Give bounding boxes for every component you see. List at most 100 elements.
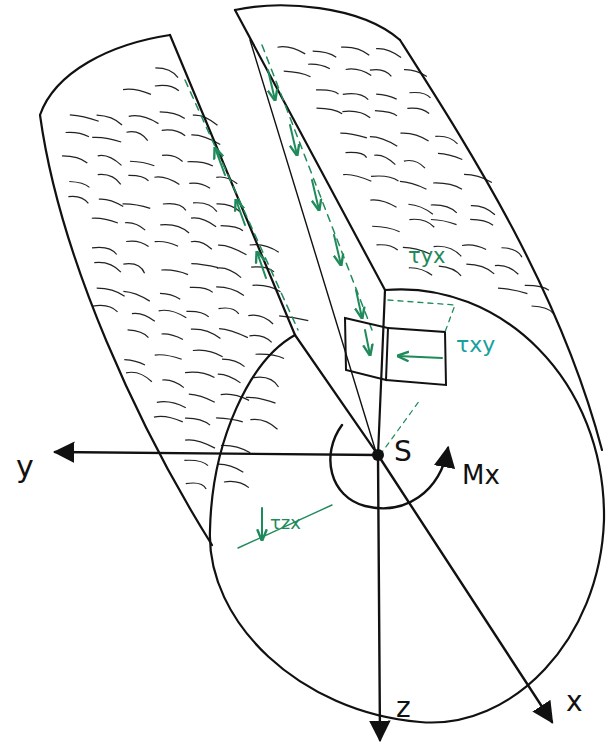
moment-arrow: [330, 425, 448, 508]
hatch-stroke: [224, 481, 249, 487]
hatch-stroke: [404, 160, 425, 168]
hatch-stroke: [221, 394, 249, 400]
stress-label: τxy: [456, 334, 495, 356]
hatch-stroke: [216, 177, 237, 184]
hatch-stroke: [191, 329, 221, 338]
hatch-stroke: [159, 310, 187, 318]
hatch-stroke: [160, 112, 185, 119]
hatch-stroke: [248, 315, 273, 324]
slot-inner-line: [250, 40, 376, 452]
hatch-stroke: [191, 218, 216, 227]
hatch-stroke: [433, 183, 462, 189]
hatch-stroke: [374, 155, 395, 165]
hatch-stroke: [132, 313, 155, 321]
hatch-stroke: [161, 270, 188, 275]
hatch-stroke: [400, 133, 428, 141]
hatch-stroke: [93, 305, 118, 311]
hatch-stroke: [400, 181, 427, 189]
hatch-stroke: [409, 219, 434, 227]
stress-element: [386, 328, 446, 385]
axis-label: z: [396, 694, 411, 722]
hatch-stroke: [66, 132, 89, 136]
hatch-stroke: [343, 174, 371, 181]
hatch-stroke: [277, 47, 305, 54]
hatch-stroke: [254, 377, 279, 387]
hatch-stroke: [189, 183, 210, 188]
hatch-stroke: [98, 174, 121, 184]
hatch-stroke: [342, 111, 370, 118]
hatch-stroke: [376, 49, 401, 58]
hatch-stroke: [155, 355, 182, 359]
leader-line: [238, 505, 332, 548]
hatch-stroke: [189, 394, 215, 402]
hatch-stroke: [62, 156, 87, 163]
hatch-stroke: [69, 182, 89, 188]
hatch-stroke: [408, 204, 432, 214]
hatch-stroke: [284, 71, 311, 77]
hatch-stroke: [346, 152, 367, 157]
hatch-stroke: [128, 330, 149, 338]
hatch-stroke: [218, 245, 246, 255]
hatch-stroke: [431, 205, 457, 213]
hatch-stroke: [217, 204, 240, 212]
stress-arrow: [290, 125, 297, 155]
hatch-stroke: [216, 418, 243, 422]
moment-label: Mx: [462, 462, 500, 488]
hatch-stroke: [154, 416, 183, 422]
stress-arrow: [261, 508, 263, 540]
axes: [55, 425, 552, 740]
hatch-stroke: [125, 223, 145, 230]
hatch-stroke: [98, 155, 122, 165]
hatch-stroke: [124, 360, 145, 365]
hatch-stroke: [471, 206, 495, 215]
hatch-stroke: [92, 247, 117, 254]
hatch-stroke: [221, 226, 243, 231]
hatch-stroke: [375, 111, 397, 116]
hatch-stroke: [370, 137, 397, 147]
hatch-stroke: [439, 266, 461, 276]
hatch-stroke: [191, 241, 212, 249]
hatch-stroke: [160, 293, 180, 299]
hatch-stroke: [250, 245, 279, 253]
slot-left-edge: [170, 35, 295, 335]
hatch-stroke: [217, 268, 241, 278]
hatch-stroke: [185, 418, 210, 425]
hatch-stroke: [157, 402, 186, 408]
hatch-stroke: [525, 285, 549, 290]
hatch-stroke: [340, 133, 367, 138]
hatch-stroke: [308, 64, 330, 69]
hatch-stroke: [68, 196, 88, 203]
hatch-stroke: [376, 245, 397, 250]
hatch-stroke: [407, 108, 429, 113]
stress-label: τzx: [270, 514, 301, 532]
hatch-stroke: [126, 241, 148, 246]
axis-label: y: [16, 452, 34, 482]
hatch-stroke: [126, 372, 152, 381]
shear-stress-arrows: [185, 45, 455, 548]
left-silhouette: [40, 115, 212, 545]
dashed-line: [388, 300, 455, 332]
hatch-stroke: [94, 262, 121, 272]
hatch-stroke: [92, 218, 118, 223]
right-silhouette: [400, 40, 602, 450]
hatch-stroke: [343, 94, 368, 100]
tube-outline: [40, 5, 604, 722]
hatch-stroke: [184, 460, 208, 465]
hatch-stroke: [370, 70, 391, 77]
hatch-stroke: [123, 204, 151, 209]
hatch-stroke: [249, 335, 271, 342]
stress-arrow: [257, 252, 266, 278]
hatch-stroke: [162, 380, 184, 388]
hatch-stroke: [155, 68, 178, 78]
hatch-stroke: [222, 359, 245, 367]
hatch-stroke: [162, 130, 185, 136]
hatch-stroke: [466, 264, 494, 274]
hatch-stroke: [191, 264, 218, 268]
hatch-stroke: [185, 440, 215, 448]
hatch-stroke: [219, 329, 248, 338]
hatch-stroke: [155, 242, 178, 247]
hatch-stroke: [372, 226, 399, 231]
slot-right-edge: [235, 10, 385, 290]
